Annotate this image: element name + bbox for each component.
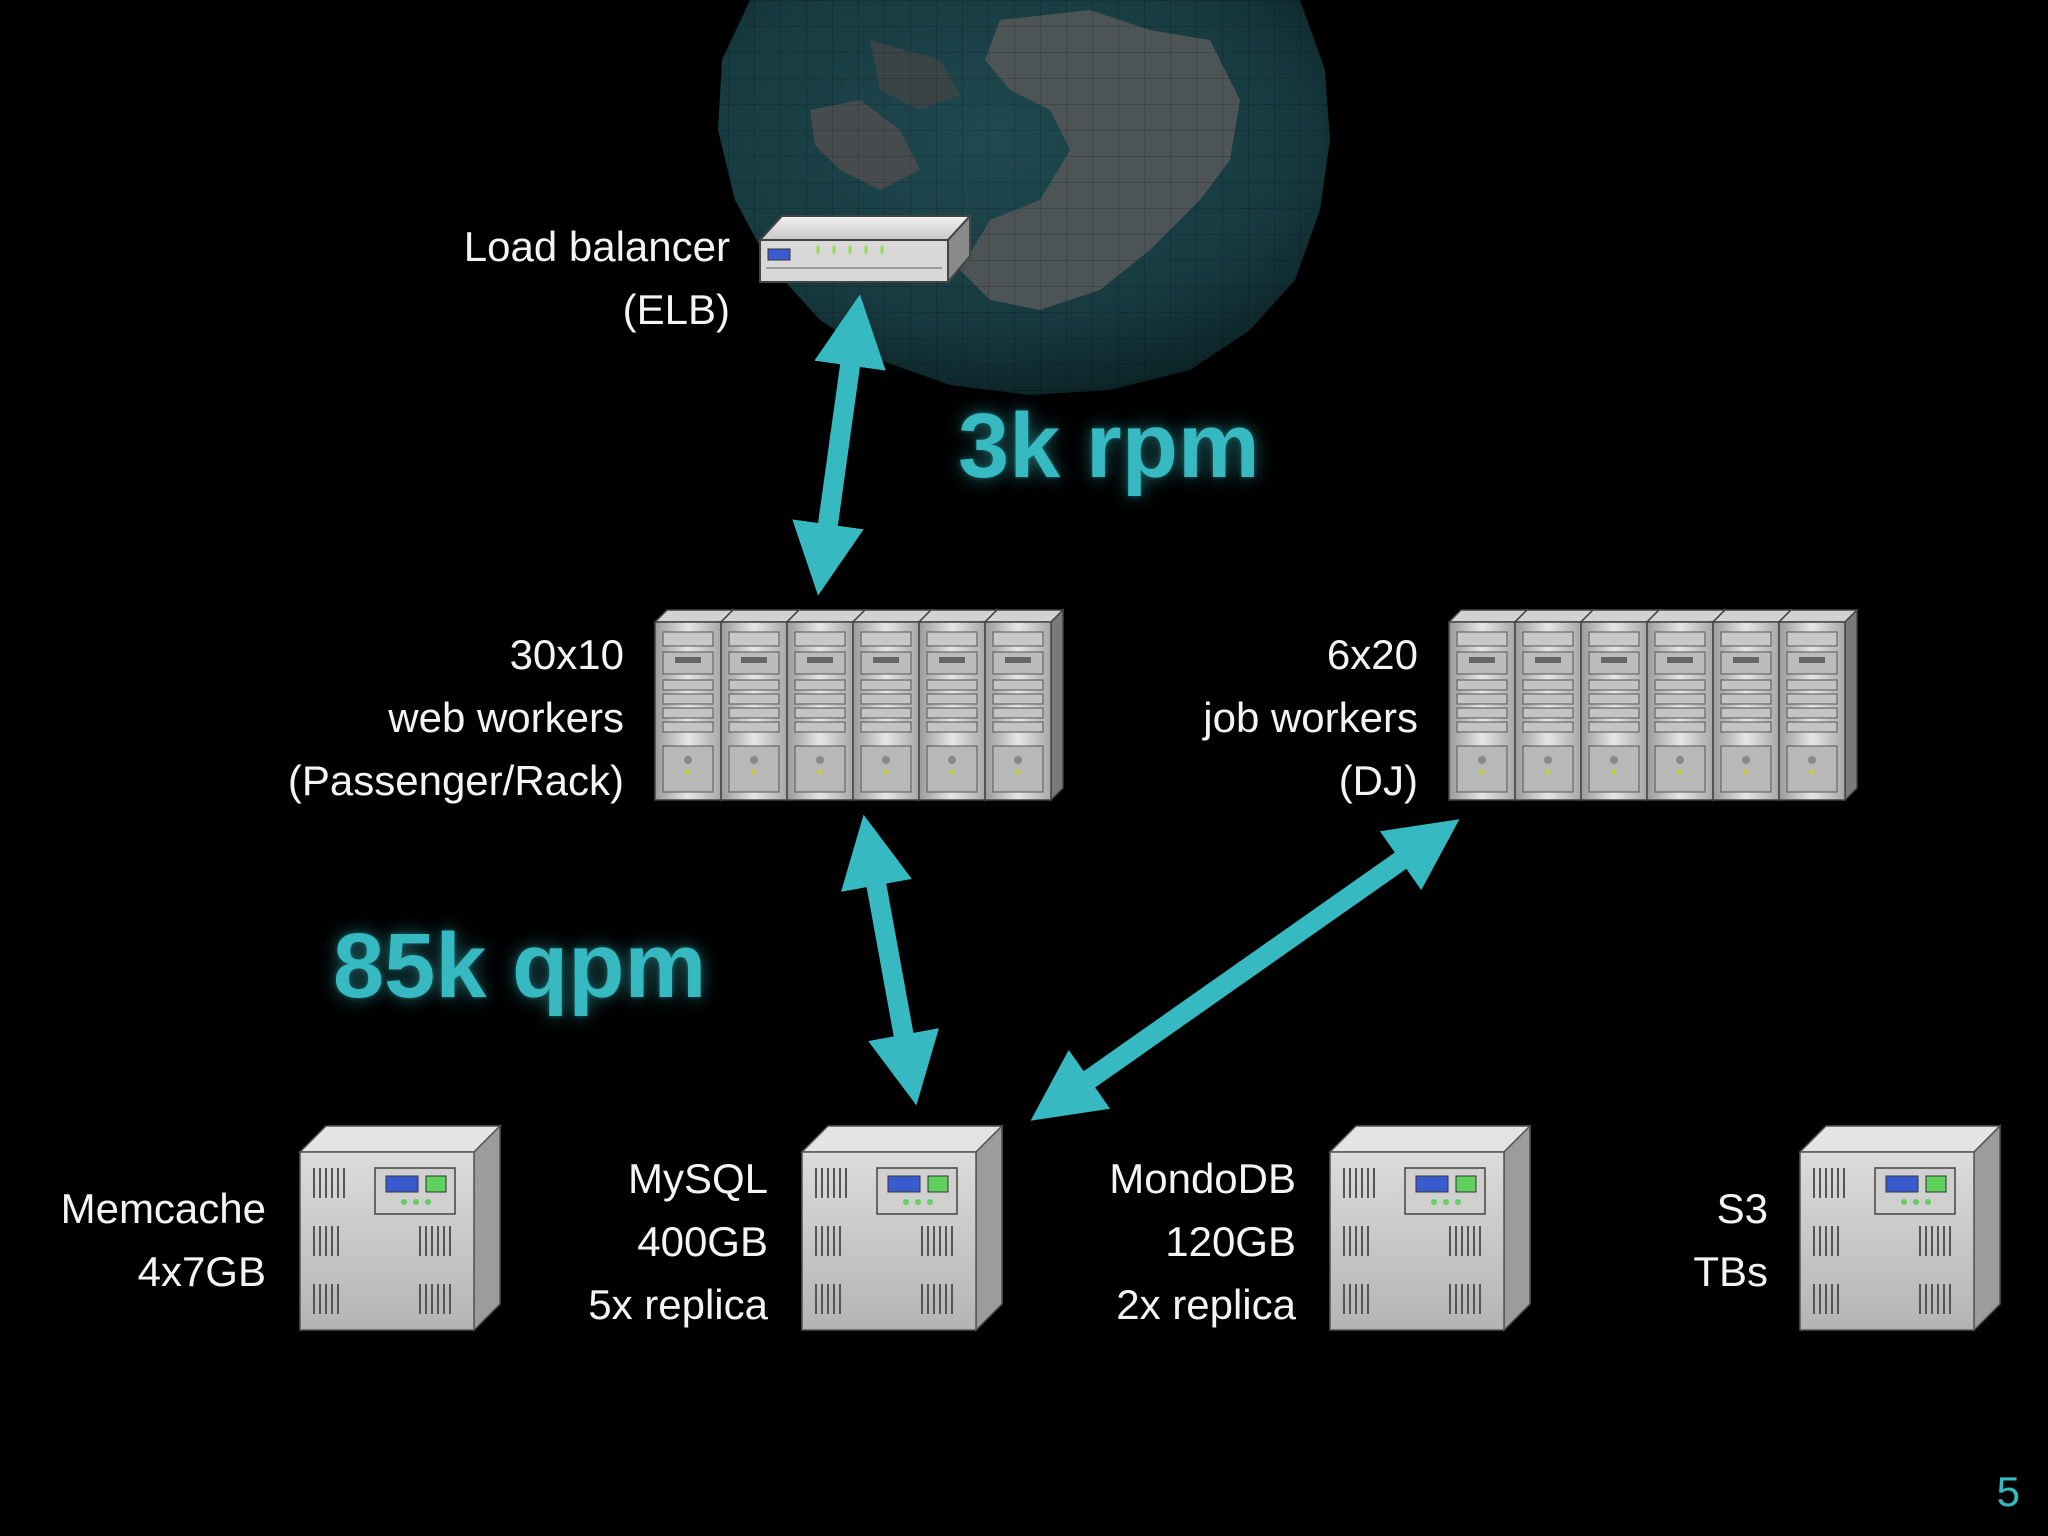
s3-size: TBs <box>1693 1248 1768 1295</box>
job-workers-title: job workers <box>1203 694 1418 741</box>
job-workers-count: 6x20 <box>1326 631 1418 678</box>
s3-title: S3 <box>1716 1185 1768 1232</box>
queries-metric: 85k qpm <box>333 915 707 1017</box>
mysql-replicas: 5x replica <box>588 1281 768 1328</box>
web-workers-label: 30x10 web workers (Passenger/Rack) <box>288 623 624 812</box>
load-balancer-type: (ELB) <box>622 286 730 333</box>
memcache-title: Memcache <box>60 1185 266 1232</box>
network-appliance-icon <box>757 213 973 285</box>
mondodb-replicas: 2x replica <box>1116 1281 1296 1328</box>
requests-metric: 3k rpm <box>958 395 1260 497</box>
job-workers-tower-group <box>1448 609 1858 801</box>
memcache-label: Memcache 4x7GB <box>61 1177 266 1303</box>
s3-label: S3 TBs <box>1693 1177 1768 1303</box>
arrow-lb-to-web <box>792 294 886 596</box>
web-workers-stack: (Passenger/Rack) <box>287 757 624 804</box>
mondodb-server-icon <box>1329 1125 1531 1331</box>
page-number: 5 <box>1996 1468 2020 1515</box>
memcache-server-icon <box>299 1125 501 1331</box>
mondodb-title: MondoDB <box>1109 1155 1296 1202</box>
arrow-job-to-mysql <box>1030 819 1460 1121</box>
tower-server-icon <box>1778 609 1858 801</box>
load-balancer-title: Load balancer <box>463 223 730 270</box>
s3-server-icon <box>1799 1125 2001 1331</box>
mondodb-size: 120GB <box>1165 1218 1296 1265</box>
tower-server-icon <box>984 609 1064 801</box>
web-workers-count: 30x10 <box>509 631 624 678</box>
job-workers-label: 6x20 job workers (DJ) <box>1203 623 1418 812</box>
mysql-size: 400GB <box>637 1218 768 1265</box>
memcache-size: 4x7GB <box>137 1248 266 1295</box>
load-balancer-label: Load balancer (ELB) <box>464 215 730 341</box>
arrow-web-to-mysql <box>841 814 939 1106</box>
mondodb-label: MondoDB 120GB 2x replica <box>1109 1147 1296 1336</box>
web-workers-title: web workers <box>388 694 624 741</box>
mysql-server-icon <box>801 1125 1003 1331</box>
mysql-label: MySQL 400GB 5x replica <box>588 1147 768 1336</box>
web-workers-tower-group <box>654 609 1064 801</box>
mysql-title: MySQL <box>627 1155 768 1202</box>
job-workers-stack: (DJ) <box>1338 757 1418 804</box>
